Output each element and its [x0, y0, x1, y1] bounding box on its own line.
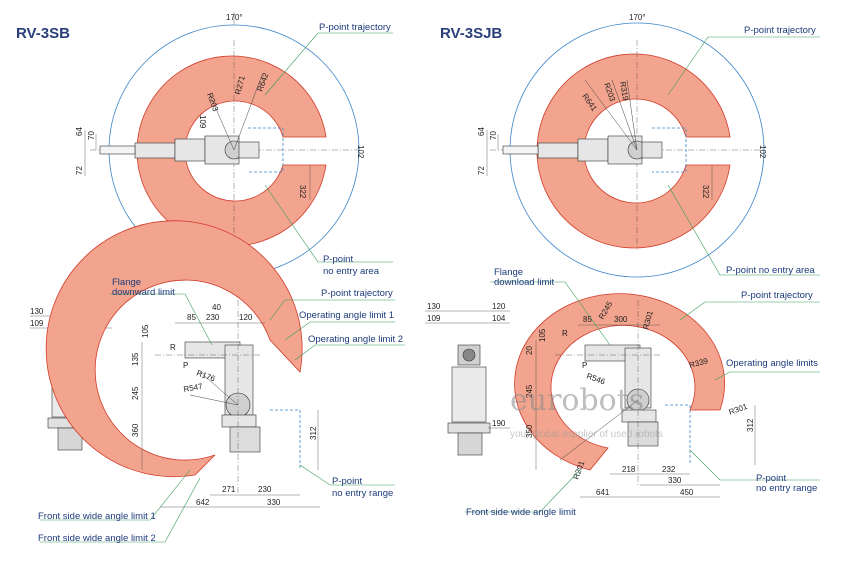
left-side-callout-downward: downward limit [112, 287, 175, 298]
left-side-dim-271: 271 [222, 485, 236, 494]
right-robot-arm-top [502, 135, 663, 165]
left-top-view: 170° R203 R271 R642 109 64 70 72 102 322… [75, 12, 393, 277]
left-side-callout-front1: Front side wide angle limit 1 [38, 511, 156, 522]
left-model-title: RV-3SB [16, 25, 70, 42]
right-dim-322: 322 [701, 185, 710, 199]
left-side-dim-105: 105 [141, 324, 150, 338]
right-side-dim-450: 450 [680, 488, 694, 497]
left-side-dim-r547: R547 [183, 382, 204, 394]
left-robot-arm-side [184, 341, 261, 453]
left-callout-noentry: no entry area [323, 266, 380, 277]
right-side-label-p: P [582, 361, 587, 370]
right-base-dim-120: 120 [492, 302, 506, 311]
left-side-dim-120: 120 [239, 313, 253, 322]
right-side-callout-trajectory: P-point trajectory [741, 290, 813, 301]
left-base-dim-109: 109 [30, 319, 44, 328]
left-side-dim-230: 230 [206, 313, 220, 322]
right-side-dim-312: 312 [746, 418, 755, 432]
left-side-dim-230b: 230 [258, 485, 272, 494]
right-base-dim-109: 109 [427, 314, 441, 323]
left-radius-109: 109 [198, 115, 207, 129]
right-base-dim-130: 130 [427, 302, 441, 311]
left-side-callout-noentry: no entry range [332, 488, 393, 499]
right-side-operating-area [514, 293, 725, 471]
right-side-callout-flange: Flange [494, 267, 523, 278]
left-side-callout-angle1: Operating angle limit 1 [299, 310, 394, 321]
left-callout-ppoint: P-point [323, 254, 353, 265]
right-base-dim-104: 104 [492, 314, 506, 323]
left-side-operating-area [45, 220, 303, 478]
watermark-brand: eurobots [510, 383, 644, 418]
left-side-callout-ppoint: P-point [332, 476, 362, 487]
right-callout-noentry: P-point no entry area [726, 265, 815, 276]
right-side-callout-ppoint: P-point [756, 473, 786, 484]
left-side-callout-trajectory: P-point trajectory [321, 288, 393, 299]
right-dim-102: 102 [758, 145, 767, 159]
right-angle-label: 170° [629, 13, 646, 22]
right-model-title: RV-3SJB [440, 25, 502, 42]
right-side-dim-350: 350 [525, 424, 534, 438]
left-operating-area [136, 55, 327, 247]
left-side-dim-135: 135 [131, 352, 140, 366]
left-dim-102: 102 [356, 145, 365, 159]
left-side-view: 130 120 109 104 190 40 85 230 120 105 R … [30, 220, 405, 544]
watermark: eurobots your global supplier of used ro… [510, 383, 663, 440]
right-base-front-view [447, 344, 491, 456]
right-dim-64: 64 [477, 127, 486, 136]
right-side-dim-300: 300 [614, 315, 628, 324]
left-callout-trajectory: P-point trajectory [319, 22, 391, 33]
right-side-callout-download: download limit [494, 277, 555, 288]
right-dim-70: 70 [489, 131, 498, 140]
right-side-callout-noentry: no entry range [756, 483, 817, 494]
left-side-dim-85: 85 [187, 313, 196, 322]
left-side-dim-312: 312 [309, 426, 318, 440]
right-side-dim-85: 85 [583, 315, 592, 324]
left-dim-64: 64 [75, 127, 84, 136]
right-side-dim-20: 20 [525, 346, 534, 355]
right-side-dim-r301: R301 [728, 402, 750, 417]
right-callout-trajectory: P-point trajectory [744, 25, 816, 36]
left-angle-label: 170° [226, 13, 243, 22]
right-side-dim-232: 232 [662, 465, 676, 474]
right-side-dim-330: 330 [668, 476, 682, 485]
left-side-callout-front2: Front side wide angle limit 2 [38, 533, 156, 544]
left-side-dim-360: 360 [131, 423, 140, 437]
left-dim-322: 322 [298, 185, 307, 199]
left-side-label-r: R [170, 343, 176, 352]
right-side-dim-218: 218 [622, 465, 636, 474]
right-robot-arm-side [584, 344, 659, 447]
left-side-dim-642: 642 [196, 498, 210, 507]
left-robot-arm-top [99, 135, 260, 165]
left-side-dim-330: 330 [267, 498, 281, 507]
right-side-dim-105: 105 [538, 328, 547, 342]
right-side-label-r: R [562, 329, 568, 338]
left-dim-70: 70 [87, 131, 96, 140]
right-base-dim-190: 190 [492, 419, 506, 428]
right-top-view: 170° R641 R203 R319 64 70 72 102 322 P-p… [477, 13, 820, 278]
left-dim-72: 72 [75, 166, 84, 175]
right-side-callout-front: Front side wide angle limit [466, 507, 576, 518]
right-operating-area [536, 53, 731, 249]
left-side-label-p: P [183, 361, 188, 370]
right-side-callout-angle: Operating angle limits [726, 358, 818, 369]
left-side-callout-angle2: Operating angle limit 2 [308, 334, 403, 345]
right-radius-r319: R319 [618, 81, 630, 102]
left-side-dim-245: 245 [131, 386, 140, 400]
right-side-dim-641: 641 [596, 488, 610, 497]
left-base-dim-130: 130 [30, 307, 44, 316]
left-side-dim-40: 40 [212, 303, 221, 312]
right-side-dim-245: 245 [525, 384, 534, 398]
watermark-tagline: your global supplier of used robots [510, 429, 663, 440]
left-side-callout-flange: Flange [112, 277, 141, 288]
right-side-view: 130 120 109 104 190 R245 85 300 R301 20 … [425, 267, 820, 518]
right-dim-72: 72 [477, 166, 486, 175]
